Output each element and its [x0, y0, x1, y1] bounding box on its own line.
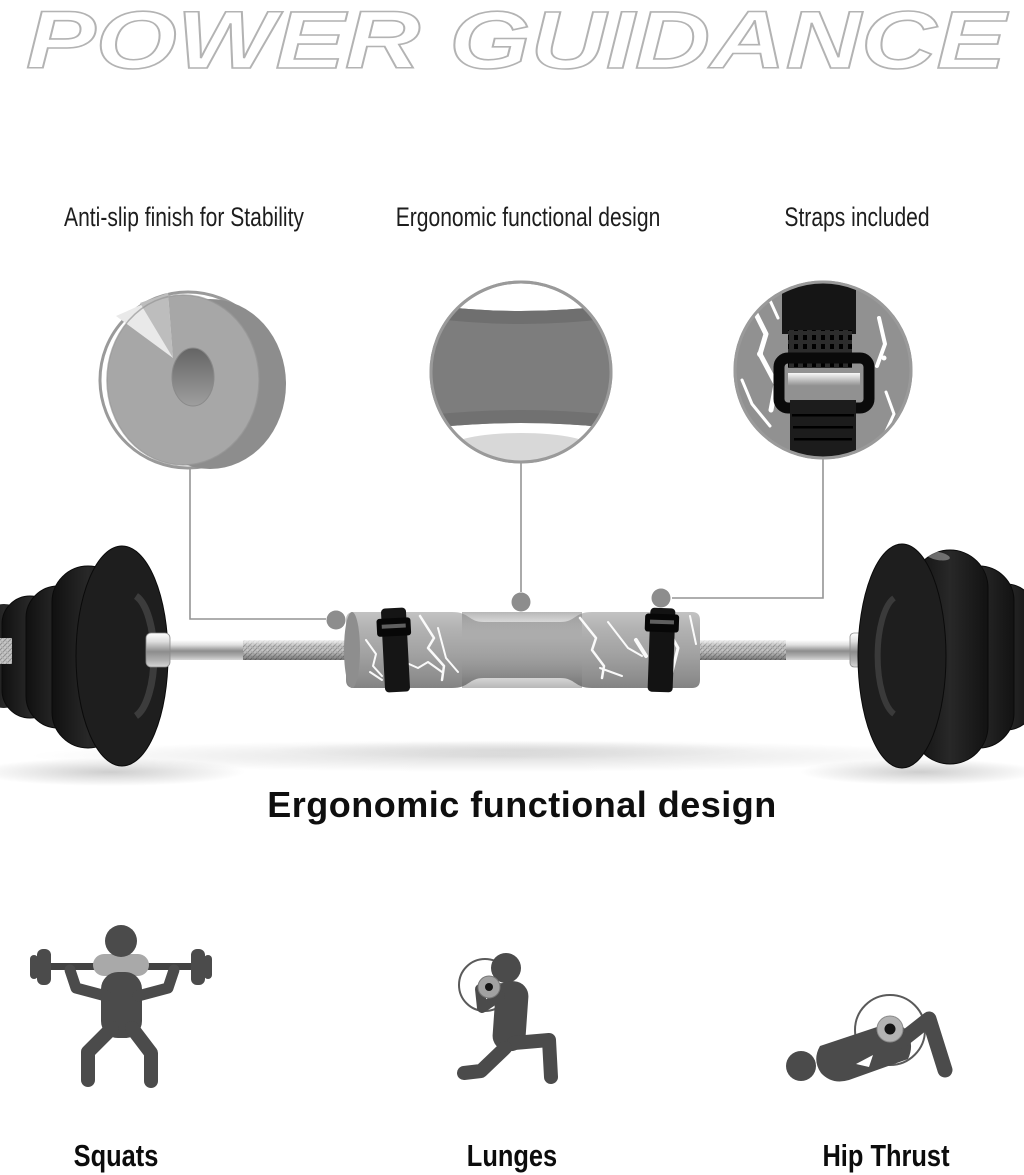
barbell-with-squat-pad-photo [0, 543, 1024, 786]
pad-contour-surface-photo [429, 280, 613, 464]
icon-head [105, 925, 137, 957]
lunge-figure-icon [457, 953, 558, 1084]
callout-line-left [189, 468, 326, 620]
hip-thrust-figure-icon [786, 994, 953, 1082]
exercise-label-lunges: Lunges [466, 1138, 558, 1173]
exercise-label-squats: Squats [73, 1138, 159, 1173]
callout-line-right [672, 459, 824, 599]
feature-label-ergonomic: Ergonomic functional design [395, 202, 661, 232]
pad-strap-left [376, 607, 412, 693]
icon-head [786, 1051, 816, 1081]
callout-dot-right [651, 588, 671, 608]
squat-pad [344, 607, 700, 693]
pad-marble-texture [365, 614, 697, 682]
icon-squat-pad [93, 954, 149, 976]
callout-dot-left [326, 610, 346, 630]
feature-label-anti-slip: Anti-slip finish for Stability [64, 202, 304, 232]
icon-head [491, 953, 521, 983]
callout-lines [189, 459, 824, 620]
feature-label-straps: Straps included [784, 202, 930, 232]
brand-logo: POWER GUIDANCE [26, 0, 1009, 86]
barbell-bar [145, 632, 871, 668]
callout-dots [326, 588, 671, 630]
pad-strap-right [644, 607, 680, 693]
pad-cross-section-photo [98, 290, 286, 470]
squat-figure-icon [30, 925, 212, 1088]
weight-plates-right [857, 543, 1024, 769]
product-heading: Ergonomic functional design [267, 784, 777, 825]
callout-dot-middle [511, 592, 531, 612]
weight-plates-left [0, 545, 169, 767]
strap-buckle-photo [733, 280, 913, 460]
exercise-label-hip-thrust: Hip Thrust [822, 1138, 950, 1173]
